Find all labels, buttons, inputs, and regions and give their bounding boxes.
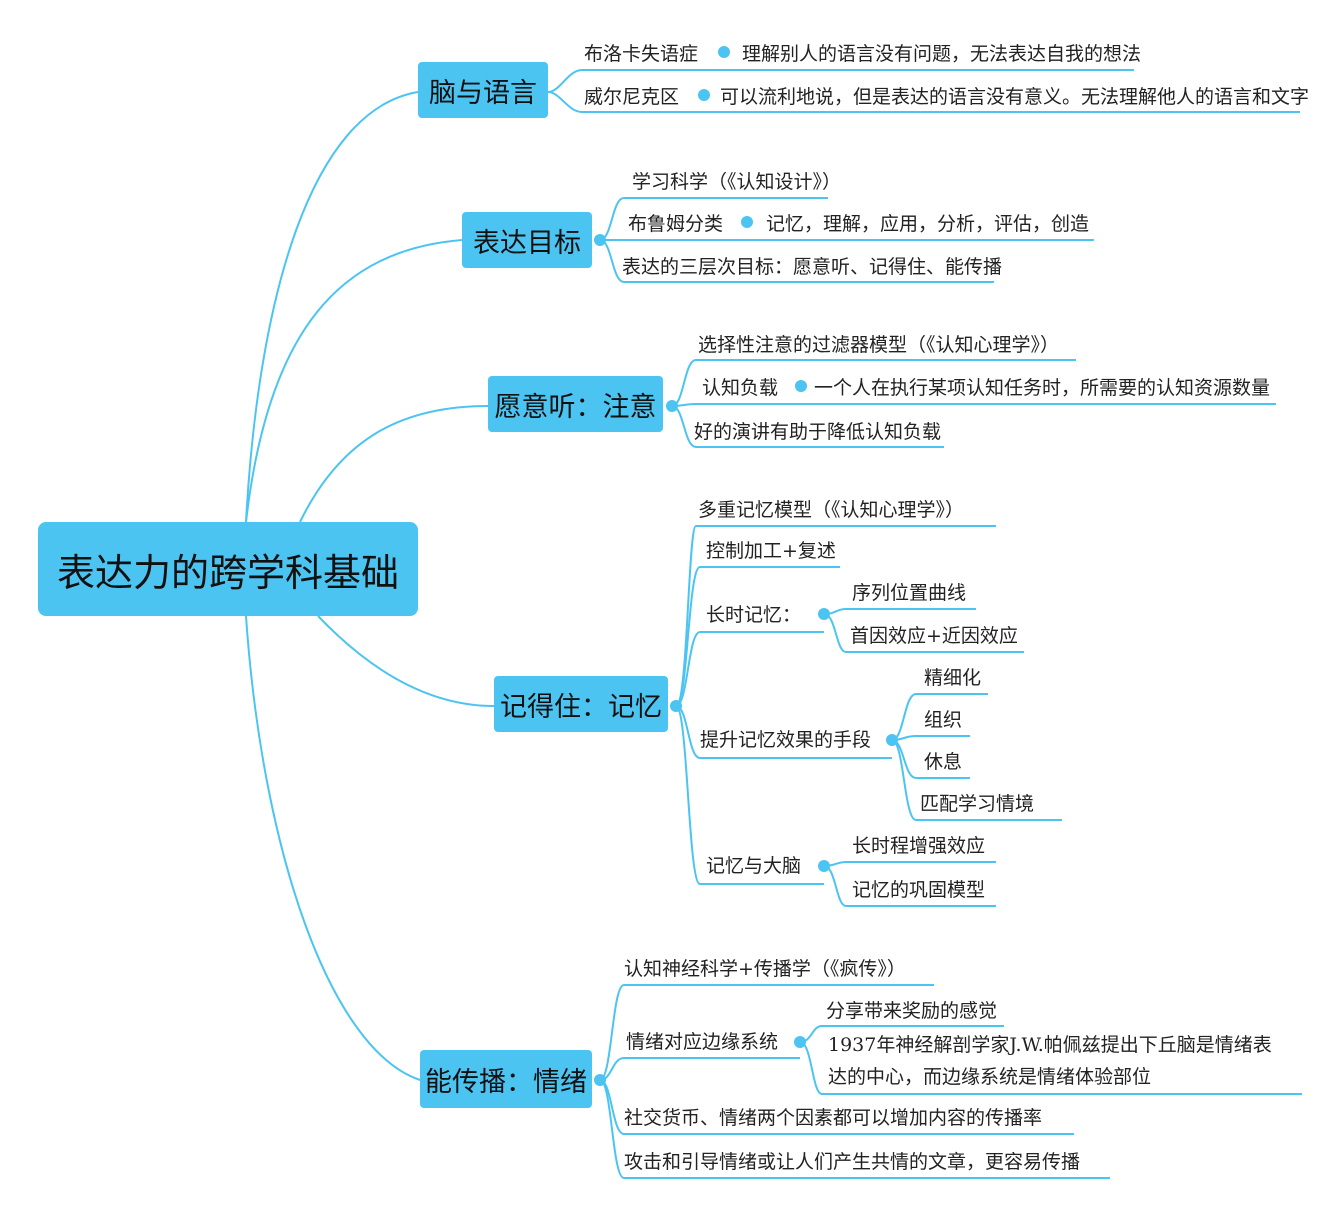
topic-learning-science[interactable]: 学习科学（《认知设计》） [632, 171, 842, 193]
topic-long-term-memory[interactable]: 长时记忆： [706, 604, 802, 626]
topic-cognitive-load[interactable]: 认知负载 [702, 377, 779, 399]
topic-control-process[interactable]: 控制加工+复述 [706, 540, 836, 562]
topic-filter-model[interactable]: 选择性注意的过滤器模型（《认知心理学》） [698, 334, 1060, 356]
topic-context-match[interactable]: 匹配学习情境 [920, 793, 1035, 815]
topic-multi-memory[interactable]: 多重记忆模型（《认知心理学》） [698, 499, 965, 521]
topic-elaboration[interactable]: 精细化 [924, 667, 982, 689]
topic-three-levels[interactable]: 表达的三层次目标：愿意听、记得住、能传播 [622, 256, 1003, 278]
topic-broca-detail[interactable]: 理解别人的语言没有问题，无法表达自我的想法 [742, 43, 1142, 65]
topic-wernicke[interactable]: 威尔尼克区 [584, 86, 680, 108]
topic-serial-position[interactable]: 序列位置曲线 [852, 582, 967, 604]
topic-wernicke-detail[interactable]: 可以流利地说，但是表达的语言没有意义。无法理解他人的语言和文字 [720, 86, 1310, 108]
topic-bloom-detail[interactable]: 记忆，理解，应用，分析，评估，创造 [766, 213, 1090, 235]
branch-attention[interactable]: 愿意听：注意 [488, 376, 663, 432]
root-topic[interactable]: 表达力的跨学科基础 [38, 522, 418, 616]
branch-expression-goal[interactable]: 表达目标 [462, 212, 592, 268]
topic-attack-emotion[interactable]: 攻击和引导情绪或让人们产生共情的文章，更容易传播 [624, 1151, 1081, 1173]
topic-neuro-communication[interactable]: 认知神经科学+传播学（《疯传》） [624, 958, 906, 980]
topic-ltp[interactable]: 长时程增强效应 [852, 835, 986, 857]
topic-bloom[interactable]: 布鲁姆分类 [628, 213, 724, 235]
topic-papez-line1[interactable]: 1937年神经解剖学家J.W.帕佩兹提出下丘脑是情绪表 [828, 1034, 1272, 1056]
topic-improve-memory[interactable]: 提升记忆效果的手段 [700, 729, 872, 751]
topic-limbic-system[interactable]: 情绪对应边缘系统 [626, 1031, 779, 1053]
topic-primacy-recency[interactable]: 首因效应+近因效应 [850, 625, 1018, 647]
topic-memory-brain[interactable]: 记忆与大脑 [706, 855, 802, 877]
topic-cognitive-load-detail[interactable]: 一个人在执行某项认知任务时，所需要的认知资源数量 [814, 377, 1271, 399]
branch-emotion[interactable]: 能传播：情绪 [420, 1050, 592, 1108]
branch-memory[interactable]: 记得住：记忆 [494, 676, 668, 732]
topic-organization[interactable]: 组织 [924, 709, 963, 731]
topic-consolidation[interactable]: 记忆的巩固模型 [852, 879, 986, 901]
topic-social-currency[interactable]: 社交货币、情绪两个因素都可以增加内容的传播率 [624, 1107, 1043, 1129]
topic-reward[interactable]: 分享带来奖励的感觉 [826, 1000, 998, 1022]
topic-broca[interactable]: 布洛卡失语症 [584, 43, 699, 65]
topic-rest[interactable]: 休息 [924, 751, 963, 773]
topic-papez-line2[interactable]: 达的中心，而边缘系统是情绪体验部位 [828, 1066, 1152, 1088]
branch-brain-language[interactable]: 脑与语言 [418, 62, 548, 118]
topic-good-speech[interactable]: 好的演讲有助于降低认知负载 [694, 421, 942, 443]
